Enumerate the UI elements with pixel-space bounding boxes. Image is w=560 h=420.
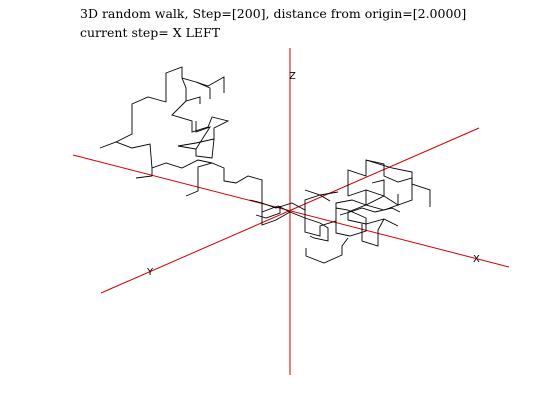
walk-segment: [249, 194, 331, 211]
walk-segment: [135, 159, 213, 179]
plot-title: 3D random walk, Step=[200], distance fro…: [80, 6, 467, 21]
walk-segment: [255, 206, 281, 219]
walk-segment: [304, 189, 339, 196]
walk-segment: [309, 222, 329, 242]
walk-segment: [185, 162, 291, 213]
walk-segment: [261, 211, 321, 226]
walk-segment: [304, 207, 367, 237]
x-axis-label: X: [473, 254, 480, 265]
walk-segment: [171, 100, 230, 144]
random-walk-path: [99, 66, 431, 264]
walk-segment: [181, 77, 201, 104]
current-step-status: current step= X LEFT: [80, 25, 221, 40]
walk-segment: [365, 179, 385, 206]
walk-segment: [177, 138, 215, 159]
z-axis-label: Z: [289, 71, 296, 82]
walk-segment: [305, 237, 349, 264]
walk-segment: [195, 76, 225, 93]
y-axis-label: Y: [146, 267, 154, 278]
walk-segment: [361, 218, 385, 247]
walk-segment: [347, 159, 413, 206]
walk-segment: [339, 207, 401, 216]
walk-segment: [335, 199, 367, 221]
walk-segment: [365, 159, 431, 207]
walk-segment: [115, 96, 167, 143]
axes-group: X Y Z: [72, 48, 510, 375]
walk-segment: [99, 141, 153, 169]
walk-segment: [195, 121, 212, 150]
x-axis: [72, 154, 510, 268]
